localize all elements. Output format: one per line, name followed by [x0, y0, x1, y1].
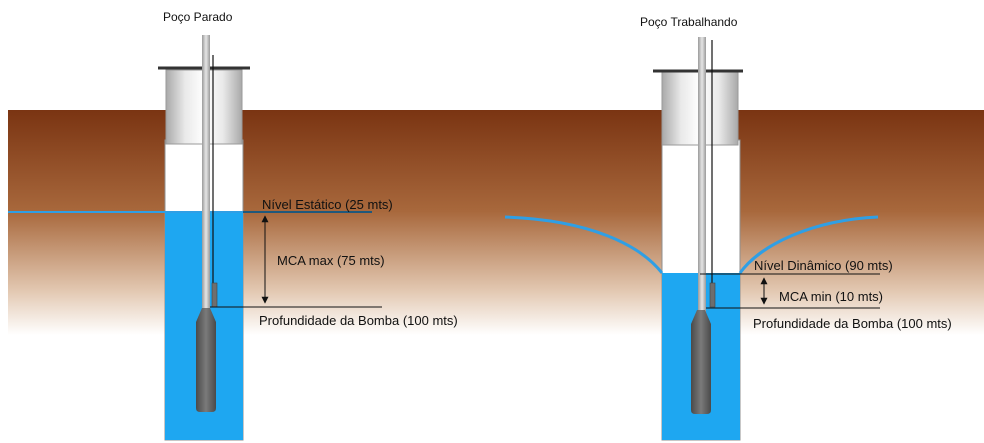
right-well-title: Poço Trabalhando — [640, 15, 738, 29]
left-well: Poço Parado Nível Estático (25 mts) MCA … — [8, 10, 458, 441]
right-pump-depth-label: Profundidade da Bomba (100 mts) — [753, 316, 952, 331]
right-level-sensor — [709, 282, 716, 308]
right-drop-pipe — [698, 37, 706, 315]
left-mca-label: MCA max (75 mts) — [277, 253, 385, 268]
cone-of-depression-left — [504, 215, 664, 274]
left-drop-pipe — [202, 35, 210, 315]
static-level-label: Nível Estático (25 mts) — [262, 197, 393, 212]
right-mca-label: MCA min (10 mts) — [779, 289, 883, 304]
left-pump-depth-label: Profundidade da Bomba (100 mts) — [259, 313, 458, 328]
left-level-sensor — [211, 282, 218, 308]
left-well-title: Poço Parado — [163, 10, 233, 24]
right-well: Poço Trabalhando Nível Dinâmico (90 mts)… — [504, 15, 952, 441]
cone-of-depression-right — [738, 215, 879, 274]
right-pump — [691, 310, 711, 414]
dynamic-level-label: Nível Dinâmico (90 mts) — [754, 258, 893, 273]
left-pump — [196, 308, 216, 412]
